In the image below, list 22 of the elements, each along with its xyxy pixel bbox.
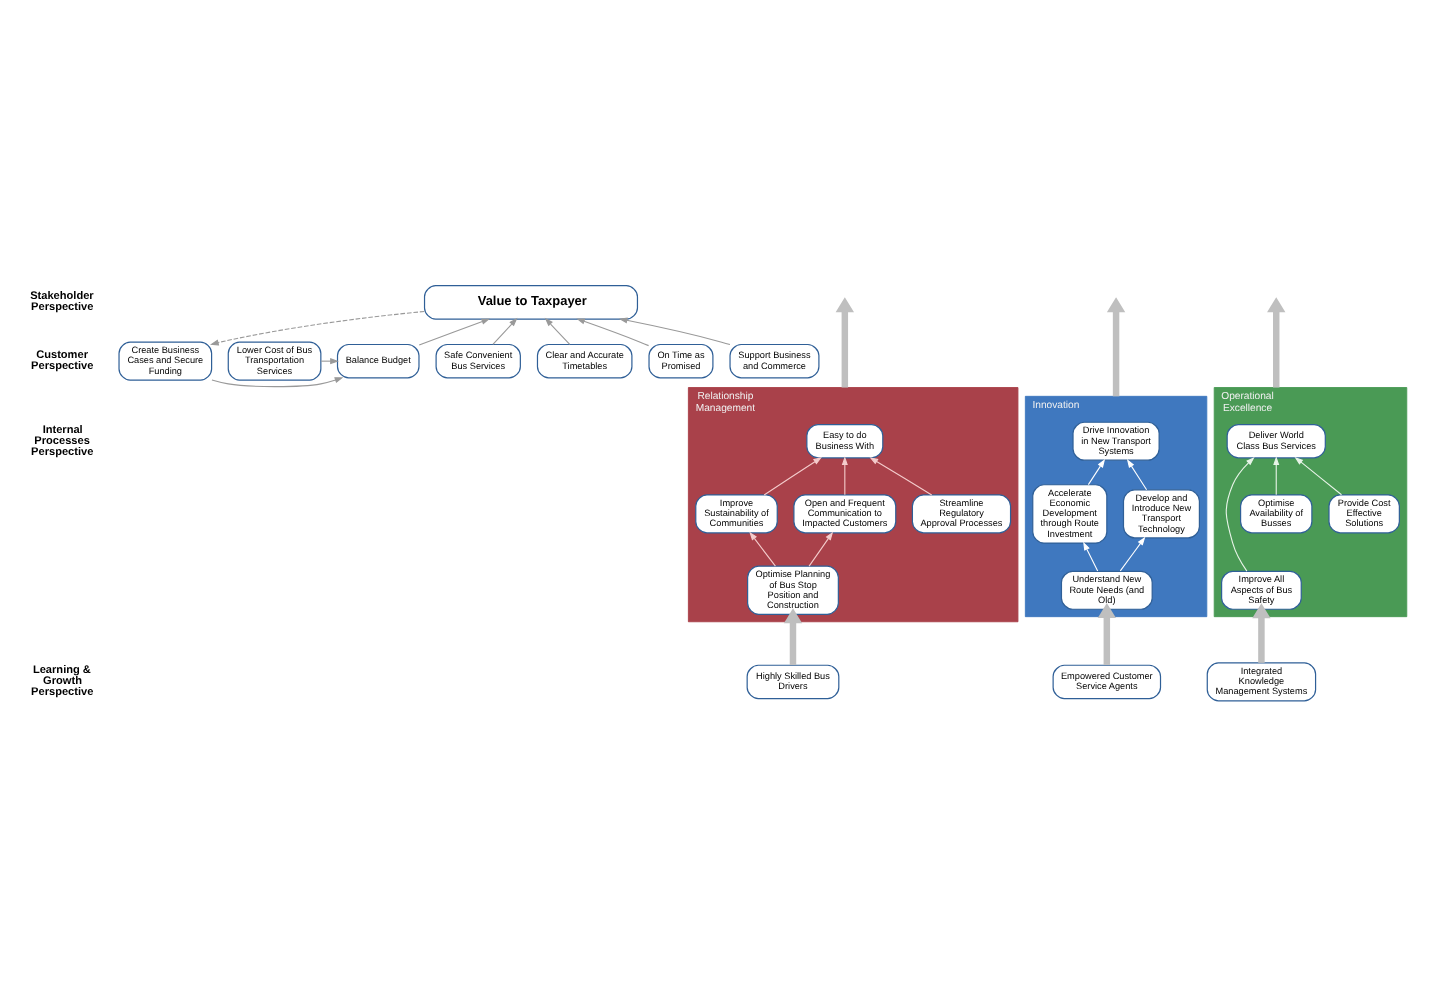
arrow: [749, 531, 776, 567]
arrow: [492, 317, 518, 345]
arrow: [783, 608, 803, 665]
arrow: [576, 318, 650, 347]
arrow: [1087, 459, 1106, 486]
arrow: [418, 318, 491, 346]
arrow: [841, 456, 848, 496]
arrow: [1225, 457, 1255, 572]
arrow: [808, 531, 834, 567]
arrow: [1273, 456, 1280, 496]
arrow: [869, 457, 933, 496]
arrow: [544, 317, 571, 345]
arrow: [1126, 459, 1148, 491]
arrow: [210, 310, 425, 346]
arrow: [1119, 536, 1146, 572]
arrow: [763, 457, 822, 496]
arrow: [211, 377, 344, 388]
arrow: [1097, 603, 1117, 665]
arrow: [618, 317, 731, 346]
arrow: [1252, 603, 1271, 663]
arrow: [1294, 456, 1343, 496]
arrow: [1083, 541, 1099, 572]
